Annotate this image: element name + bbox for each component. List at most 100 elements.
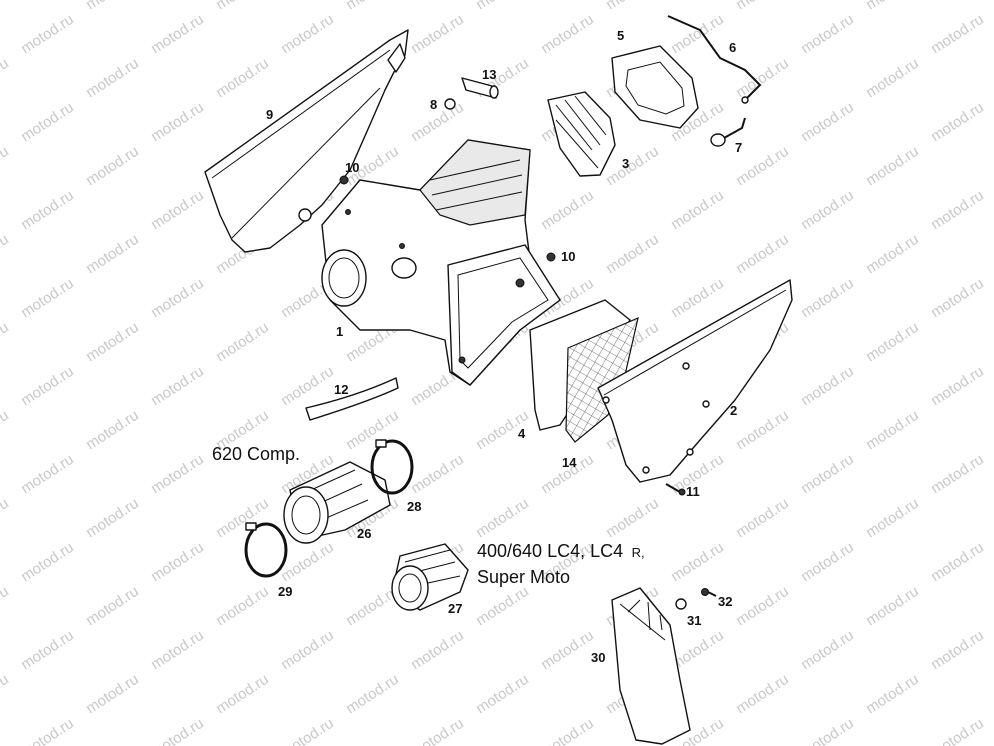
watermark-text: motod.ru (148, 627, 207, 674)
part-30-mud-flap (611, 587, 691, 745)
watermark-text: motod.ru (733, 407, 792, 454)
watermark-text: motod.ru (668, 275, 727, 322)
watermark-text: motod.ru (733, 55, 792, 102)
watermark-text: motod.ru (733, 0, 792, 13)
watermark-text: motod.ru (538, 715, 597, 746)
watermark-text: motod.ru (278, 11, 337, 58)
watermark-text: motod.ru (343, 407, 402, 454)
watermark-text: motod.ru (538, 627, 597, 674)
callout-31: 31 (687, 613, 701, 628)
watermark-text: motod.ru (668, 187, 727, 234)
part-27-intake-boot (391, 543, 469, 611)
part-9-left-cover (204, 29, 409, 253)
watermark-text: motod.ru (83, 671, 142, 718)
callout-10-right: 10 (561, 249, 575, 264)
watermark-text: motod.ru (928, 627, 987, 674)
watermark-text: motod.ru (213, 495, 272, 542)
callout-14: 14 (562, 455, 577, 470)
watermark-text: motod.ru (0, 55, 12, 102)
caption-lc4-suffix: R, (632, 545, 645, 560)
watermark-text: motod.ru (928, 275, 987, 322)
callout-29: 29 (278, 584, 292, 599)
part-2-right-cover (597, 279, 793, 483)
callout-13: 13 (482, 67, 496, 82)
watermark-text: motod.ru (733, 495, 792, 542)
watermark-text: motod.ru (18, 715, 77, 746)
callout-27: 27 (448, 601, 462, 616)
callout-4: 4 (518, 426, 526, 441)
watermark-text: motod.ru (18, 11, 77, 58)
watermark-text: motod.ru (83, 319, 142, 366)
caption-lc4-main: 400/640 LC4, LC4 (477, 541, 623, 561)
watermark-text: motod.ru (0, 0, 12, 13)
watermark-text: motod.ru (668, 539, 727, 586)
watermark-text: motod.ru (928, 99, 987, 146)
watermark-text: motod.ru (863, 583, 922, 630)
part-26-intake-boot (283, 461, 391, 544)
callout-2: 2 (730, 403, 737, 418)
watermark-text: motod.ru (148, 715, 207, 746)
part-29-hose-clamp (244, 522, 288, 578)
watermark-text: motod.ru (148, 363, 207, 410)
watermark-text: motod.ru (863, 55, 922, 102)
watermark-text: motod.ru (213, 0, 272, 13)
part-5-foam-filter (611, 45, 699, 129)
watermark-text: motod.ru (928, 539, 987, 586)
watermark-text: motod.ru (603, 0, 662, 13)
watermark-text: motod.ru (798, 187, 857, 234)
watermark-text: motod.ru (538, 187, 597, 234)
watermark-text: motod.ru (343, 0, 402, 13)
callout-12: 12 (334, 382, 348, 397)
callout-8: 8 (430, 97, 437, 112)
watermark-text: motod.ru (148, 451, 207, 498)
watermark-text: motod.ru (0, 671, 12, 718)
watermark-text: motod.ru (83, 495, 142, 542)
watermark-text: motod.ru (18, 539, 77, 586)
watermark-text: motod.ru (213, 583, 272, 630)
part-8-nut (444, 98, 456, 110)
caption-super-moto: Super Moto (477, 567, 570, 587)
watermark-text: motod.ru (0, 583, 12, 630)
watermark-text: motod.ru (733, 583, 792, 630)
watermark-text: motod.ru (343, 671, 402, 718)
watermark-text: motod.ru (863, 231, 922, 278)
callout-26: 26 (357, 526, 371, 541)
watermark-text: motod.ru (213, 55, 272, 102)
part-7-pin (710, 117, 746, 147)
watermark-text: motod.ru (83, 0, 142, 13)
watermark-text: motod.ru (798, 627, 857, 674)
watermark-text: motod.ru (863, 319, 922, 366)
watermark-text: motod.ru (408, 11, 467, 58)
watermark-text: motod.ru (148, 539, 207, 586)
callout-9: 9 (266, 107, 273, 122)
watermark-text: motod.ru (473, 583, 532, 630)
watermark-text: motod.ru (18, 187, 77, 234)
watermark-text: motod.ru (603, 495, 662, 542)
watermark-text: motod.ru (928, 715, 987, 746)
watermark-text: motod.ru (18, 99, 77, 146)
watermark-text: motod.ru (863, 495, 922, 542)
callout-5: 5 (617, 28, 624, 43)
part-12-hose (305, 377, 399, 421)
callout-3: 3 (622, 156, 629, 171)
watermark-text: motod.ru (83, 407, 142, 454)
watermark-text: motod.ru (473, 671, 532, 718)
watermark-text: motod.ru (83, 231, 142, 278)
watermark-text: motod.ru (928, 187, 987, 234)
watermark-text: motod.ru (798, 451, 857, 498)
watermark-text: motod.ru (213, 671, 272, 718)
watermark-text: motod.ru (798, 275, 857, 322)
callout-28: 28 (407, 499, 421, 514)
watermark-text: motod.ru (863, 143, 922, 190)
watermark-text: motod.ru (408, 627, 467, 674)
watermark-text: motod.ru (603, 231, 662, 278)
watermark-text: motod.ru (863, 0, 922, 13)
watermark-text: motod.ru (668, 11, 727, 58)
watermark-text: motod.ru (798, 11, 857, 58)
watermark-text: motod.ru (148, 99, 207, 146)
watermark-text: motod.ru (213, 319, 272, 366)
watermark-text: motod.ru (148, 275, 207, 322)
part-6-wire-clip (667, 15, 762, 104)
part-10-screw-right (546, 252, 556, 262)
